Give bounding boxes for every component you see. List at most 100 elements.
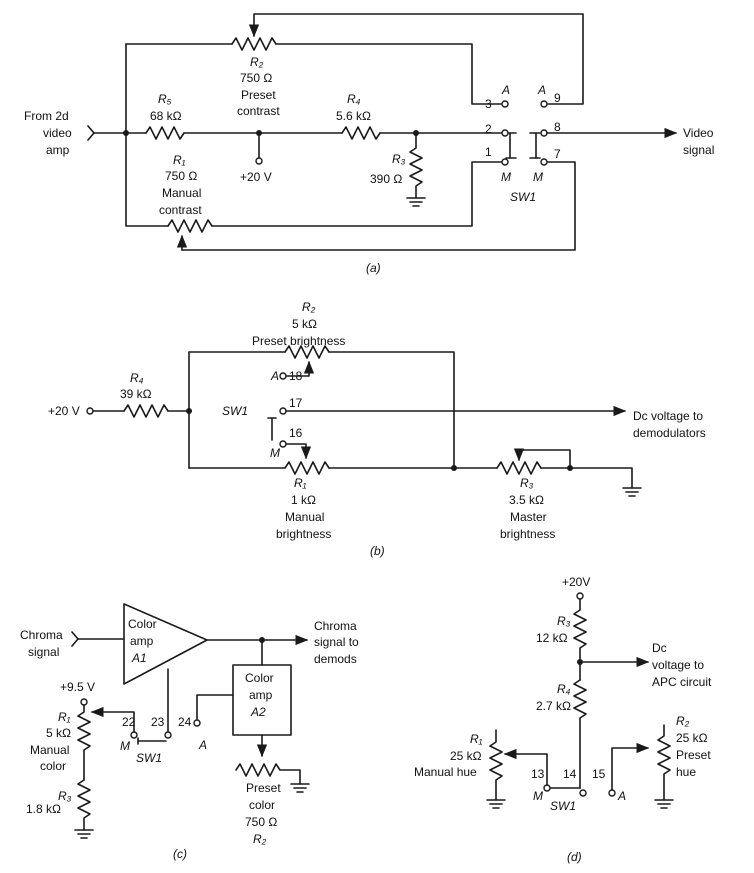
- panel-b-output-label-2: demodulators: [633, 426, 706, 440]
- panel-a-junction-left: [123, 130, 129, 136]
- panel-b-wire-r2-right: [328, 351, 455, 469]
- panel-b-pin17: 17: [289, 396, 303, 410]
- panel-b-junction-r3: [567, 465, 573, 471]
- panel-b-output-label-1: Dc voltage to: [633, 409, 703, 423]
- panel-c-r2-value: 750 Ω: [245, 815, 277, 829]
- panel-c-a1-line2: amp: [130, 634, 154, 648]
- panel-c-a2-line3: A2: [250, 705, 266, 719]
- panel-b-r2-value: 5 kΩ: [292, 317, 317, 331]
- panel-c-input-label-2: signal: [28, 645, 59, 659]
- panel-a-terminal-9: [540, 100, 548, 108]
- panel-c-terminal-24: [193, 719, 201, 727]
- panel-d-caption: (d): [567, 850, 582, 864]
- panel-c-resistor-r2: [235, 763, 301, 785]
- panel-c-r1-line1: Manual: [30, 743, 69, 757]
- panel-b-supply-terminal: [86, 407, 94, 415]
- panel-b-r3-value: 3.5 kΩ: [509, 493, 544, 507]
- panel-c-switch-label: SW1: [136, 751, 162, 765]
- panel-a-r1-line1: Manual: [162, 186, 201, 200]
- panel-b-resistor-r4: [123, 404, 169, 418]
- panel-b-r1-name: R₁: [294, 476, 307, 490]
- panel-a-input-label-1: From 2d: [24, 109, 69, 123]
- panel-b-resistor-r1: [284, 461, 330, 475]
- panel-c-amplifier-a1: [123, 603, 208, 685]
- panel-b-junction-left: [186, 408, 192, 414]
- panel-d-hue-circuit: +20V R₃ 12 kΩ Dc voltage to APC circuit …: [414, 575, 712, 864]
- panel-b-pin18: 18: [289, 369, 303, 383]
- panel-d-terminal-13: [543, 784, 551, 792]
- panel-c-a1-line3: A1: [131, 651, 147, 665]
- panel-c-r2-line1: Preset: [246, 781, 281, 795]
- panel-c-pin23: 23: [151, 715, 165, 729]
- panel-c-ground-r2: [290, 783, 310, 793]
- panel-c-terminal-22: [130, 731, 138, 739]
- panel-c-terminal-23: [164, 731, 172, 739]
- panel-c-r1-wiper: [90, 706, 135, 733]
- panel-b-switch-label: SW1: [222, 404, 248, 418]
- panel-c-a1-line1: Color: [128, 617, 157, 631]
- panel-c-r3-name: R₃: [58, 789, 72, 803]
- panel-a-pos-a-right: A: [537, 83, 546, 97]
- panel-d-pin15: 15: [592, 767, 606, 781]
- panel-b-r1-wiper: [285, 443, 312, 460]
- panel-a-terminal-8: [540, 129, 548, 137]
- panel-a-input-label-2: video: [43, 126, 72, 140]
- panel-b-resistor-r3: [496, 461, 542, 475]
- panel-a-wire-r1-wiper: [181, 161, 576, 251]
- panel-b-r1-line2: brightness: [276, 527, 331, 541]
- panel-a-contrast-circuit: From 2d video amp R₂ 750 Ω Preset contra…: [24, 13, 714, 275]
- panel-d-supply-terminal: [576, 592, 584, 600]
- panel-b-terminal-17: [279, 407, 287, 415]
- panel-b-terminal-16: [279, 440, 287, 448]
- panel-c-pin24: 24: [178, 715, 192, 729]
- panel-d-r4-value: 2.7 kΩ: [536, 699, 571, 713]
- panel-b-r4-name: R₄: [130, 371, 144, 385]
- panel-d-r3-value: 12 kΩ: [536, 631, 568, 645]
- panel-d-resistor-r1: [489, 729, 503, 801]
- panel-d-r1-wiper: [503, 748, 548, 786]
- panel-a-switch-blade-left-ends: [505, 132, 517, 159]
- panel-a-pos-a-left: A: [501, 83, 510, 97]
- panel-c-supply-terminal: [80, 698, 88, 706]
- panel-d-r1-label: Manual hue: [414, 765, 477, 779]
- panel-d-resistor-r2: [657, 724, 671, 801]
- panel-a-r3-name: R₃: [392, 152, 406, 166]
- panel-b-r1-value: 1 kΩ: [291, 493, 316, 507]
- panel-d-ground-r2: [654, 799, 674, 809]
- panel-a-terminal-1: [501, 158, 509, 166]
- panel-b-caption: (b): [370, 544, 385, 558]
- panel-a-pin8: 8: [554, 120, 561, 134]
- panel-b-wire-ground: [569, 467, 633, 489]
- panel-a-junction-r3: [413, 130, 419, 136]
- panel-a-r1-name: R₁: [173, 153, 186, 167]
- panel-d-output-label-2: voltage to: [652, 658, 704, 672]
- panel-c-color-circuit: Chroma signal Color amp A1 Color amp A2 …: [20, 603, 359, 861]
- panel-b-r4-value: 39 kΩ: [120, 387, 152, 401]
- panel-c-r1-name: R₁: [58, 710, 71, 724]
- panel-d-pos-a: A: [617, 789, 626, 803]
- panel-c-caption: (c): [173, 847, 187, 861]
- panel-a-input-connector: [87, 125, 95, 141]
- panel-a-resistor-r5: [145, 126, 185, 140]
- panel-a-r2-line1: Preset: [241, 88, 276, 102]
- panel-b-r2-wiper: [284, 360, 315, 377]
- panel-d-r2-value: 25 kΩ: [676, 731, 708, 745]
- panel-a-resistor-r3: [409, 132, 423, 199]
- panel-d-resistor-r4: [573, 679, 587, 789]
- panel-d-r1-name: R₁: [470, 732, 483, 746]
- panel-b-r2-label: Preset brightness: [252, 334, 345, 348]
- panel-d-pos-m: M: [533, 789, 543, 803]
- panel-c-pos-a: A: [198, 738, 207, 752]
- panel-c-pos-m: M: [120, 739, 130, 753]
- panel-a-wire-r2-pin3: [275, 43, 506, 105]
- panel-a-supply-terminal: [255, 157, 263, 165]
- panel-b-pin16: 16: [289, 426, 303, 440]
- panel-a-r3-value: 390 Ω: [370, 172, 402, 186]
- panel-a-terminal-7: [540, 158, 548, 166]
- panel-b-supply-label: +20 V: [48, 404, 80, 418]
- panel-a-junction-supply: [256, 130, 262, 136]
- panel-b-ground: [622, 487, 642, 497]
- panel-c-supply-label: +9.5 V: [60, 680, 95, 694]
- panel-c-pin22: 22: [122, 715, 136, 729]
